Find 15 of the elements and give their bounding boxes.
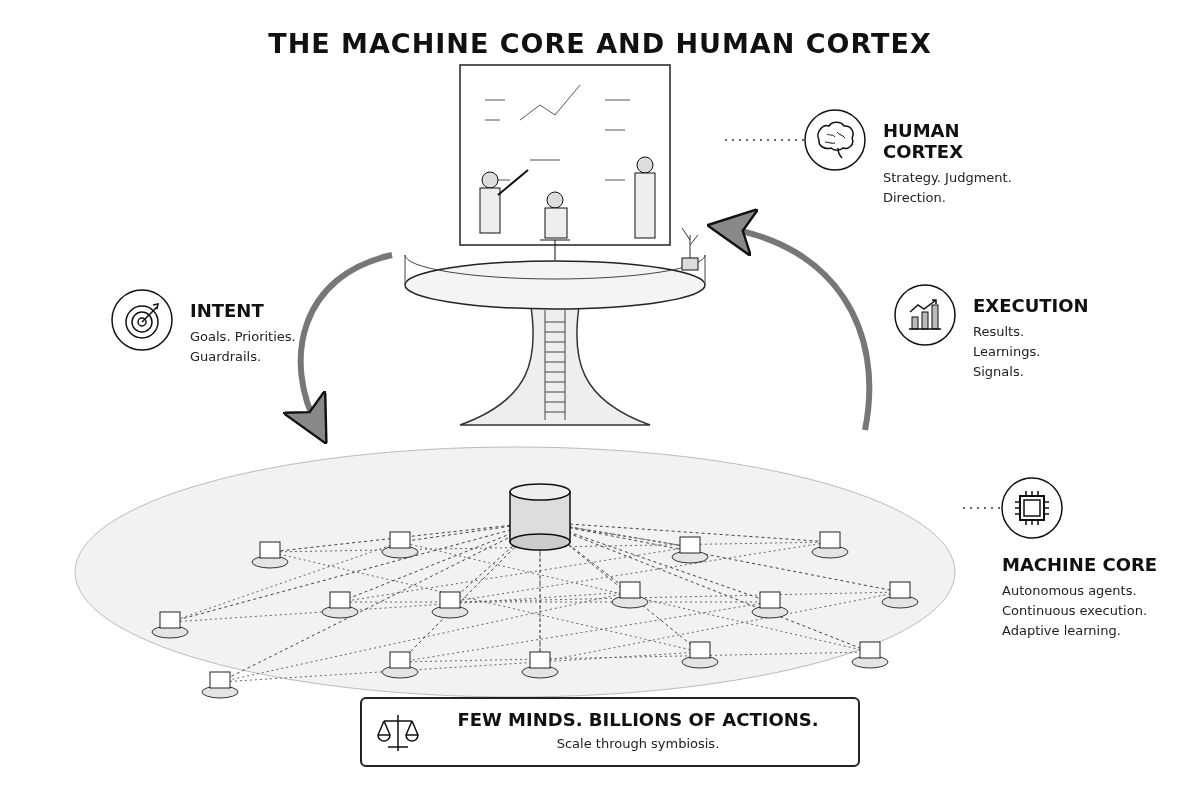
description-text: Strategy. Judgment. Direction. (883, 169, 1013, 207)
description-text: Goals. Priorities. Guardrails. (190, 328, 297, 366)
heading-text: EXECUTION (973, 295, 1090, 316)
heading-text: INTENT (190, 300, 265, 321)
leader-line (961, 507, 1001, 509)
curved-arrow (706, 209, 873, 431)
curved-arrow (282, 252, 393, 446)
description-text: Scale through symbiosis. (555, 735, 721, 753)
title: THE MACHINE CORE AND HUMAN CORTEX (267, 28, 933, 59)
heading-text: FEW MINDS. BILLIONS OF ACTIONS. (456, 709, 820, 730)
description-text: Results. Learnings. Signals. (973, 323, 1042, 381)
heading-text: MACHINE CORE (1002, 554, 1159, 575)
message-box (360, 697, 860, 767)
heading-text: HUMAN CORTEX (883, 120, 964, 162)
description-text: Autonomous agents. Continuous execution. Adaptive learning. (1002, 582, 1149, 640)
